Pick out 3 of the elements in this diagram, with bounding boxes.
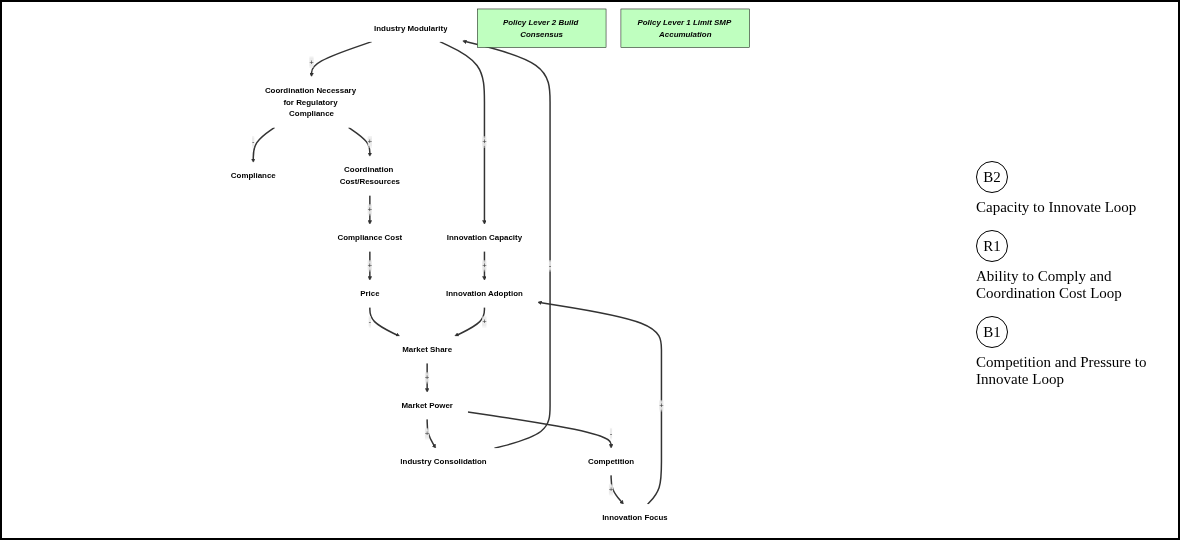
loop-name: Capacity to Innovate Loop <box>976 198 1138 216</box>
loop-name: Competition and Pressure to Innovate Loop <box>976 353 1148 388</box>
loop-name: Ability to Comply and Coordination Cost Loop <box>976 267 1123 302</box>
